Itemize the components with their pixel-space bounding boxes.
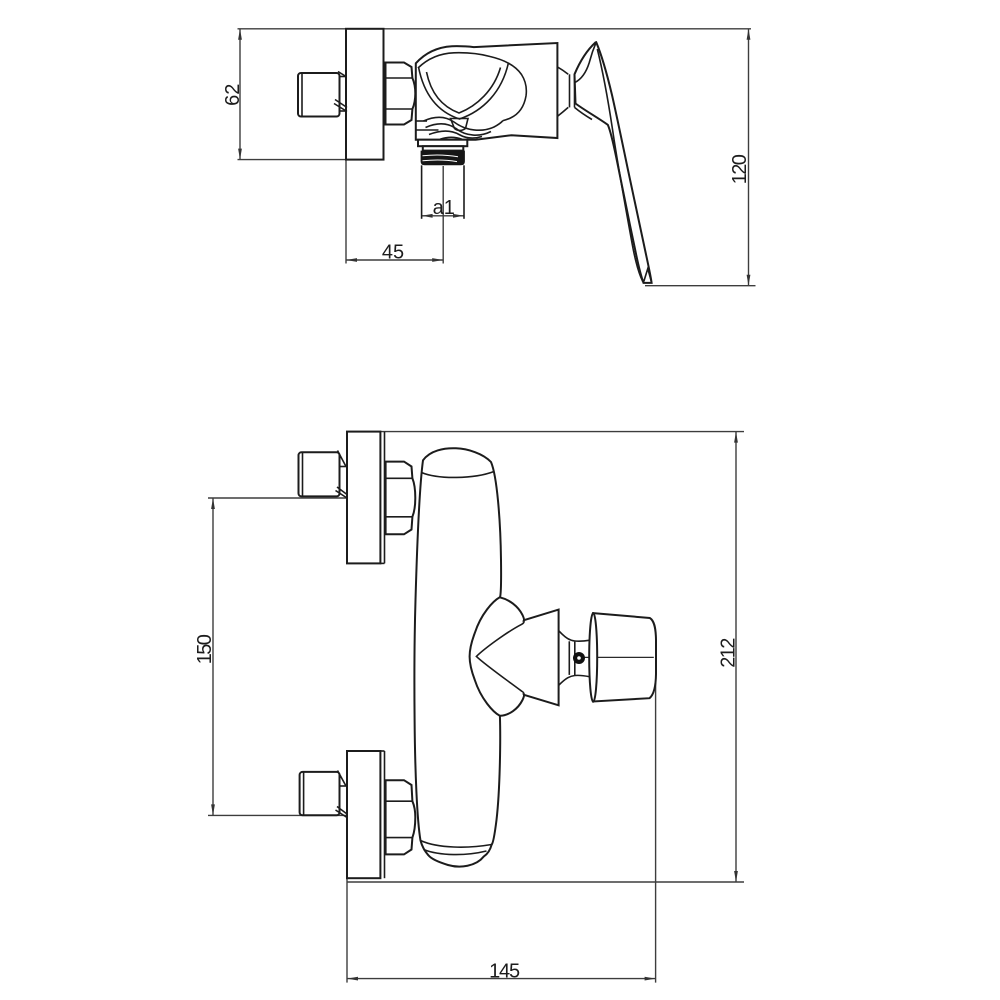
svg-text:145: 145 [489, 960, 520, 982]
svg-text:62: 62 [222, 84, 244, 106]
svg-text:212: 212 [718, 638, 740, 668]
svg-text:120: 120 [729, 154, 751, 184]
svg-text:a1: a1 [433, 197, 455, 219]
svg-text:150: 150 [194, 634, 216, 664]
svg-text:45: 45 [382, 242, 404, 264]
